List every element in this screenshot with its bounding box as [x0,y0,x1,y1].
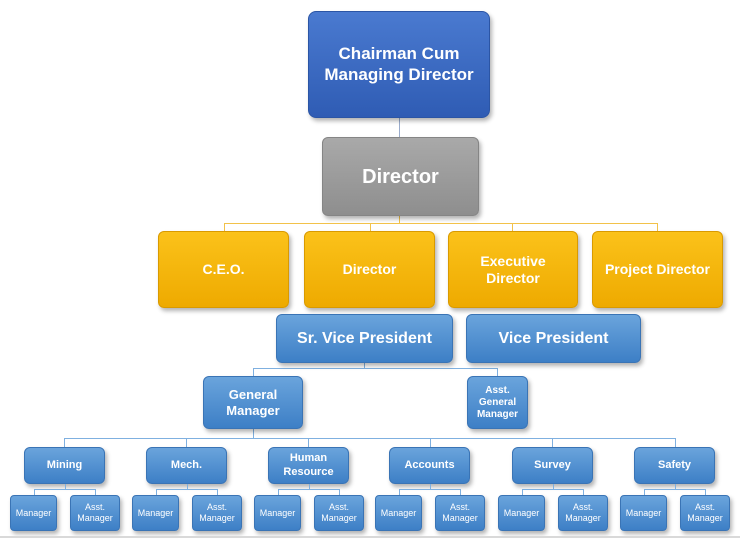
asst-manager-box: Asst. Manager [70,495,120,531]
manager-box: Manager [254,495,301,531]
department-box: Human Resource [268,447,349,484]
connector-dept-sub-bus [156,489,218,490]
sr-vice-president-box: Sr. Vice President [276,314,453,363]
connector-dept-accounts [430,438,431,447]
connector-director-row3 [399,216,400,224]
project-director-box: Project Director [592,231,723,308]
manager-box: Manager [375,495,422,531]
connector-dept-sub-drop [460,489,461,495]
connector-dept-safety [675,438,676,447]
department-box: Accounts [389,447,470,484]
connector-project [657,223,658,231]
director-box: Director [304,231,435,308]
connector-dept-sub-bus [278,489,340,490]
connector-dept-mining [64,438,65,447]
connector-depts-bus [64,438,676,439]
connector-dept-sub-drop [339,489,340,495]
asst-manager-box: Asst. Manager [435,495,485,531]
connector-dept-sub-drop [705,489,706,495]
executive-director-box: Executive Director [448,231,578,308]
vice-president-box: Vice President [466,314,641,363]
director-main-box: Director [322,137,479,216]
connector-dept-sub-drop [278,489,279,495]
department-box: Safety [634,447,715,484]
connector-dept-sub-bus [399,489,461,490]
manager-box: Manager [132,495,179,531]
asst-manager-box: Asst. Manager [314,495,364,531]
connector-dept-sub-drop [583,489,584,495]
asst-manager-box: Asst. Manager [558,495,608,531]
connector-dept-sub [430,484,431,489]
connector-dept-sub [65,484,66,489]
connector-dept-sub-drop [399,489,400,495]
connector-gm-depts [253,429,254,439]
connector-ceo [224,223,225,231]
connector-dept-sub-drop [34,489,35,495]
asst-manager-box: Asst. Manager [192,495,242,531]
connector-chairman-director [399,118,400,137]
connector-dept-sub-drop [522,489,523,495]
chairman-box: Chairman Cum Managing Director [308,11,490,118]
connector-row3-bus [224,223,658,224]
manager-box: Manager [620,495,667,531]
connector-agm [497,368,498,376]
bottom-rule [0,536,740,538]
connector-dept-hr [308,438,309,447]
connector-gm [253,368,254,376]
connector-dept-sub-bus [34,489,96,490]
manager-box: Manager [10,495,57,531]
connector-dept-sub [187,484,188,489]
connector-dept-sub [553,484,554,489]
connector-dept-sub-bus [522,489,584,490]
department-box: Mech. [146,447,227,484]
asst-general-manager-box: Asst. General Manager [467,376,528,429]
connector-dept-sub-drop [156,489,157,495]
connector-dept-sub [675,484,676,489]
connector-exec [512,223,513,231]
connector-dept-mech [186,438,187,447]
connector-srvp-row5 [364,363,365,369]
general-manager-box: General Manager [203,376,303,429]
asst-manager-box: Asst. Manager [680,495,730,531]
connector-dept-sub-drop [217,489,218,495]
connector-dept-sub-drop [95,489,96,495]
connector-dept-sub-drop [644,489,645,495]
connector-director2 [370,223,371,231]
connector-row5-bus [253,368,498,369]
ceo-box: C.E.O. [158,231,289,308]
manager-box: Manager [498,495,545,531]
connector-dept-sub [309,484,310,489]
connector-dept-survey [552,438,553,447]
department-box: Mining [24,447,105,484]
department-box: Survey [512,447,593,484]
connector-dept-sub-bus [644,489,706,490]
